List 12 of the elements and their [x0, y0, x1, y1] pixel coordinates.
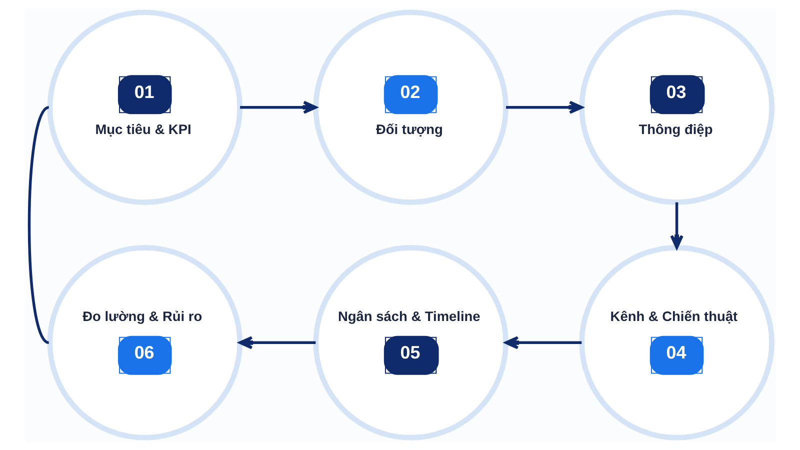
node-circle: Đo lường & Rủi ro 06 [46, 245, 242, 440]
connector [27, 106, 50, 344]
arrow [504, 336, 582, 350]
node-circle: 02 Đối tượng [312, 10, 508, 205]
node-circle: 03 Thông điệp [578, 10, 774, 205]
node-circle: Kênh & Chiến thuật 04 [578, 245, 774, 440]
node-circle: 01 Mục tiêu & KPI [46, 10, 242, 205]
node-circle: Ngân sách & Timeline 05 [312, 245, 508, 440]
arrow [670, 202, 683, 249]
arrow [506, 100, 583, 114]
arrow [238, 336, 316, 350]
arrow [240, 100, 317, 114]
